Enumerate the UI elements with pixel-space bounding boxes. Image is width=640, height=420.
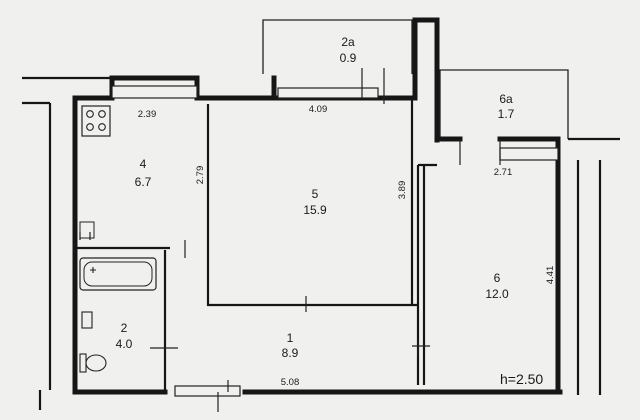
room-5-area: 15.9 <box>303 203 327 217</box>
room-2a-number: 2a <box>341 35 355 49</box>
dim-room6-depth: 4.41 <box>545 266 556 285</box>
room-6a-number: 6a <box>499 92 513 106</box>
bathtub-inner-icon <box>83 261 153 287</box>
room-6a-area: 1.7 <box>498 107 515 121</box>
kitchen-window <box>111 85 198 99</box>
stove-icon <box>81 105 111 137</box>
dim-hall-length: 5.08 <box>281 377 300 388</box>
room-6-area: 12.0 <box>485 287 509 301</box>
burner-icon <box>98 123 106 131</box>
burner-icon <box>86 110 94 118</box>
room5-bottom-wall <box>206 240 418 307</box>
room-4-number: 4 <box>140 157 147 171</box>
room-4-area: 6.7 <box>135 175 152 189</box>
balcony-2a-outline <box>262 19 413 74</box>
room-1-number: 1 <box>287 331 294 345</box>
room6-left-wall <box>416 163 437 385</box>
room6-window <box>499 147 559 161</box>
dim-room5-depth: 3.89 <box>397 181 408 200</box>
right-exterior-wall <box>434 136 561 395</box>
kitchen-partition <box>75 104 210 250</box>
entry-door-gap <box>174 385 241 397</box>
sink-icon <box>81 311 93 329</box>
balcony-6a-outline <box>439 69 569 139</box>
burner-icon <box>86 123 94 131</box>
left-neighbour-wall <box>22 76 112 410</box>
exterior-wall-top <box>72 75 283 101</box>
ceiling-height-label: h=2.50 <box>500 371 543 387</box>
room-2-area: 4.0 <box>116 337 133 351</box>
room-2a-area: 0.9 <box>340 51 357 65</box>
dim-kitchen-width: 2.39 <box>138 109 157 120</box>
dim-room5-width: 4.09 <box>309 104 328 115</box>
room5-window <box>277 87 379 99</box>
room5-top-wall <box>277 17 440 143</box>
kitchen-sink-icon <box>79 221 95 239</box>
door-ticks <box>79 68 501 412</box>
burner-icon <box>98 110 106 118</box>
bathtub-icon <box>79 257 157 291</box>
room-5-number: 5 <box>312 187 319 201</box>
faucet-icon <box>90 267 96 273</box>
dim-kitchen-depth: 2.79 <box>195 166 206 185</box>
toilet-tank-icon <box>79 353 87 373</box>
right-neighbour-wall <box>568 137 620 395</box>
room-2-number: 2 <box>121 321 128 335</box>
room-1-area: 8.9 <box>282 346 299 360</box>
dim-room6-width: 2.71 <box>494 167 513 178</box>
toilet-bowl-icon <box>85 354 107 372</box>
room-6-number: 6 <box>494 271 501 285</box>
